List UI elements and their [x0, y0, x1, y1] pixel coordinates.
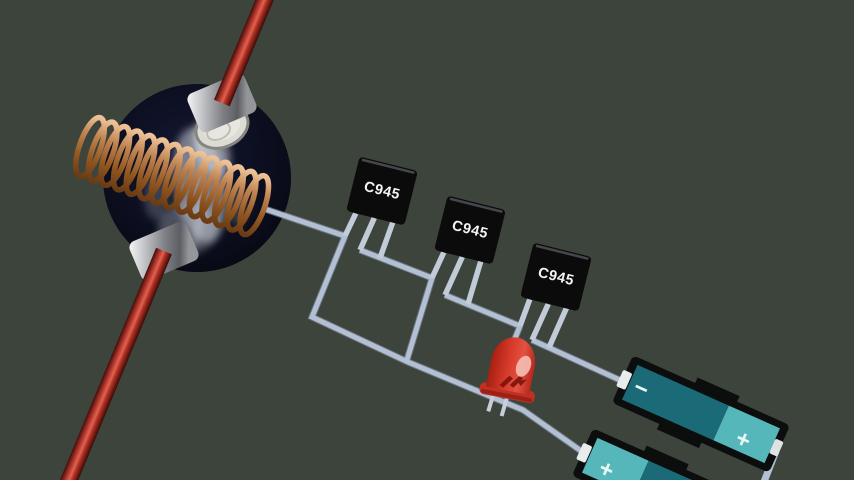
led — [479, 337, 536, 417]
transistor-2-bevel — [449, 197, 503, 214]
transistor-2: C945 — [434, 196, 506, 264]
battery-1-body-positive — [713, 405, 780, 464]
led-highlight — [515, 355, 532, 377]
led-chip-left — [499, 375, 513, 388]
battery-1-terminal-right — [769, 439, 784, 457]
led-flange-shadow — [481, 388, 533, 403]
wire-t1-to-t2 — [359, 247, 433, 281]
battery-1-terminal-left — [616, 370, 632, 390]
battery-1: − + — [613, 356, 789, 472]
wire-coil-to-t1-base — [261, 205, 346, 239]
transistor-2-body — [434, 196, 506, 264]
transistor-1: C945 — [346, 157, 418, 225]
red-cable-bottom — [57, 247, 172, 480]
wire-t2-drop — [403, 277, 435, 364]
transistor-1-bevel — [361, 158, 415, 175]
red-cable-top — [213, 0, 275, 107]
led-chip-arrow — [517, 379, 528, 387]
battery-2-terminal-left — [576, 443, 592, 463]
wire-t2-to-t3 — [444, 292, 521, 329]
battery-1-body-negative — [622, 364, 729, 441]
wire-t3-to-battery-1 — [530, 337, 624, 384]
pickup-coil — [72, 114, 272, 238]
transistor-legs — [342, 212, 570, 349]
transistor-1-body — [346, 157, 418, 225]
transistor-3: C945 — [520, 243, 592, 311]
battery-2-body-positive — [582, 437, 649, 480]
transistor-3-body — [520, 243, 592, 311]
led-chip-right — [509, 375, 524, 388]
transistor-3-bevel — [535, 244, 589, 261]
